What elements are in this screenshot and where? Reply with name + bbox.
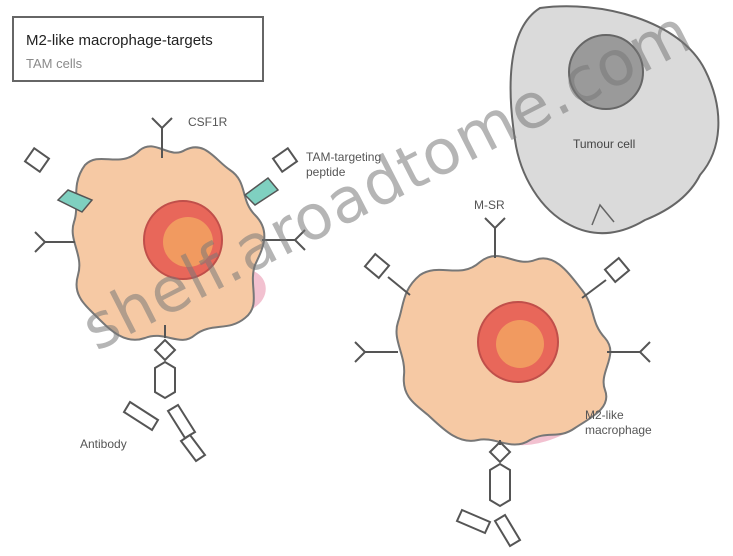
legend-box: M2-like macrophage-targets TAM cells: [12, 16, 264, 82]
label-m2-macrophage: M2-like macrophage: [585, 408, 652, 438]
macrophage-right: [355, 218, 650, 546]
label-m-sr: M-SR: [474, 198, 505, 213]
label-tumour-cell: Tumour cell: [573, 137, 635, 152]
label-csf1r: CSF1R: [188, 115, 227, 130]
legend-subtitle: TAM cells: [26, 56, 82, 71]
label-antibody: Antibody: [80, 437, 127, 452]
legend-title: M2-like macrophage-targets: [26, 32, 213, 49]
